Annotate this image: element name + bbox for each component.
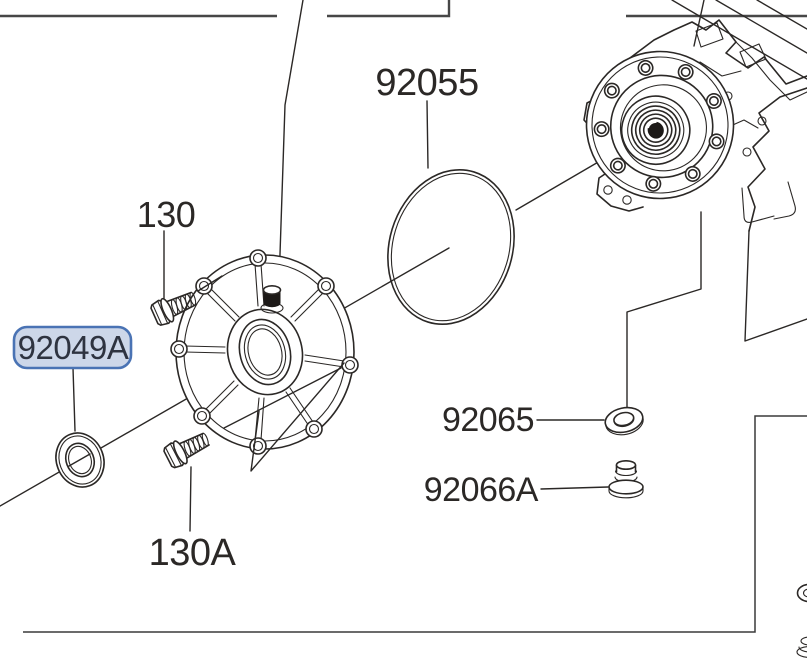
label-92065[interactable]: 92065	[442, 401, 535, 439]
label-92066a[interactable]: 92066A	[424, 471, 540, 509]
oil-seal	[55, 432, 105, 488]
plug-92066a	[608, 459, 644, 499]
cover-gusset-wedge	[250, 362, 345, 472]
cover-ribs	[184, 263, 345, 441]
edge-partial-washer	[796, 583, 807, 603]
page-border-lines	[0, 0, 807, 633]
cover-bolt-lugs	[170, 249, 359, 455]
label-130-text: 130	[137, 194, 196, 235]
label-92066a-text: 92066A	[424, 471, 539, 509]
bolt-boss-ring	[593, 59, 725, 192]
thread-ribs	[183, 432, 209, 457]
flange-bolt-130	[150, 291, 198, 326]
flange-bolt-130a	[163, 432, 210, 469]
label-92049a-text: 92049A	[18, 329, 129, 366]
edge-partial-plug	[796, 636, 807, 658]
label-leader-lines	[72, 100, 702, 532]
thread-ribs	[170, 291, 197, 315]
o-ring	[387, 169, 515, 325]
highlight-pill[interactable]	[12, 325, 133, 370]
background-leader-lines	[278, 0, 807, 285]
cover-breather-knob	[260, 284, 284, 314]
transfer-case-assembly	[583, 19, 807, 342]
label-130a-text: 130A	[149, 532, 237, 574]
cover-center-bore	[226, 308, 304, 396]
label-130[interactable]: 130	[137, 194, 196, 235]
label-130a[interactable]: 130A	[149, 532, 237, 574]
transfer-case-front-face	[585, 50, 735, 200]
front-cover	[170, 249, 359, 472]
washer-92065	[604, 406, 644, 436]
label-92055-text: 92055	[375, 62, 478, 104]
output-shaft-bearing	[620, 95, 691, 165]
label-92055[interactable]: 92055	[375, 62, 479, 104]
label-92049a-highlighted[interactable]: 92049A	[12, 325, 133, 370]
label-92065-text: 92065	[442, 401, 534, 439]
